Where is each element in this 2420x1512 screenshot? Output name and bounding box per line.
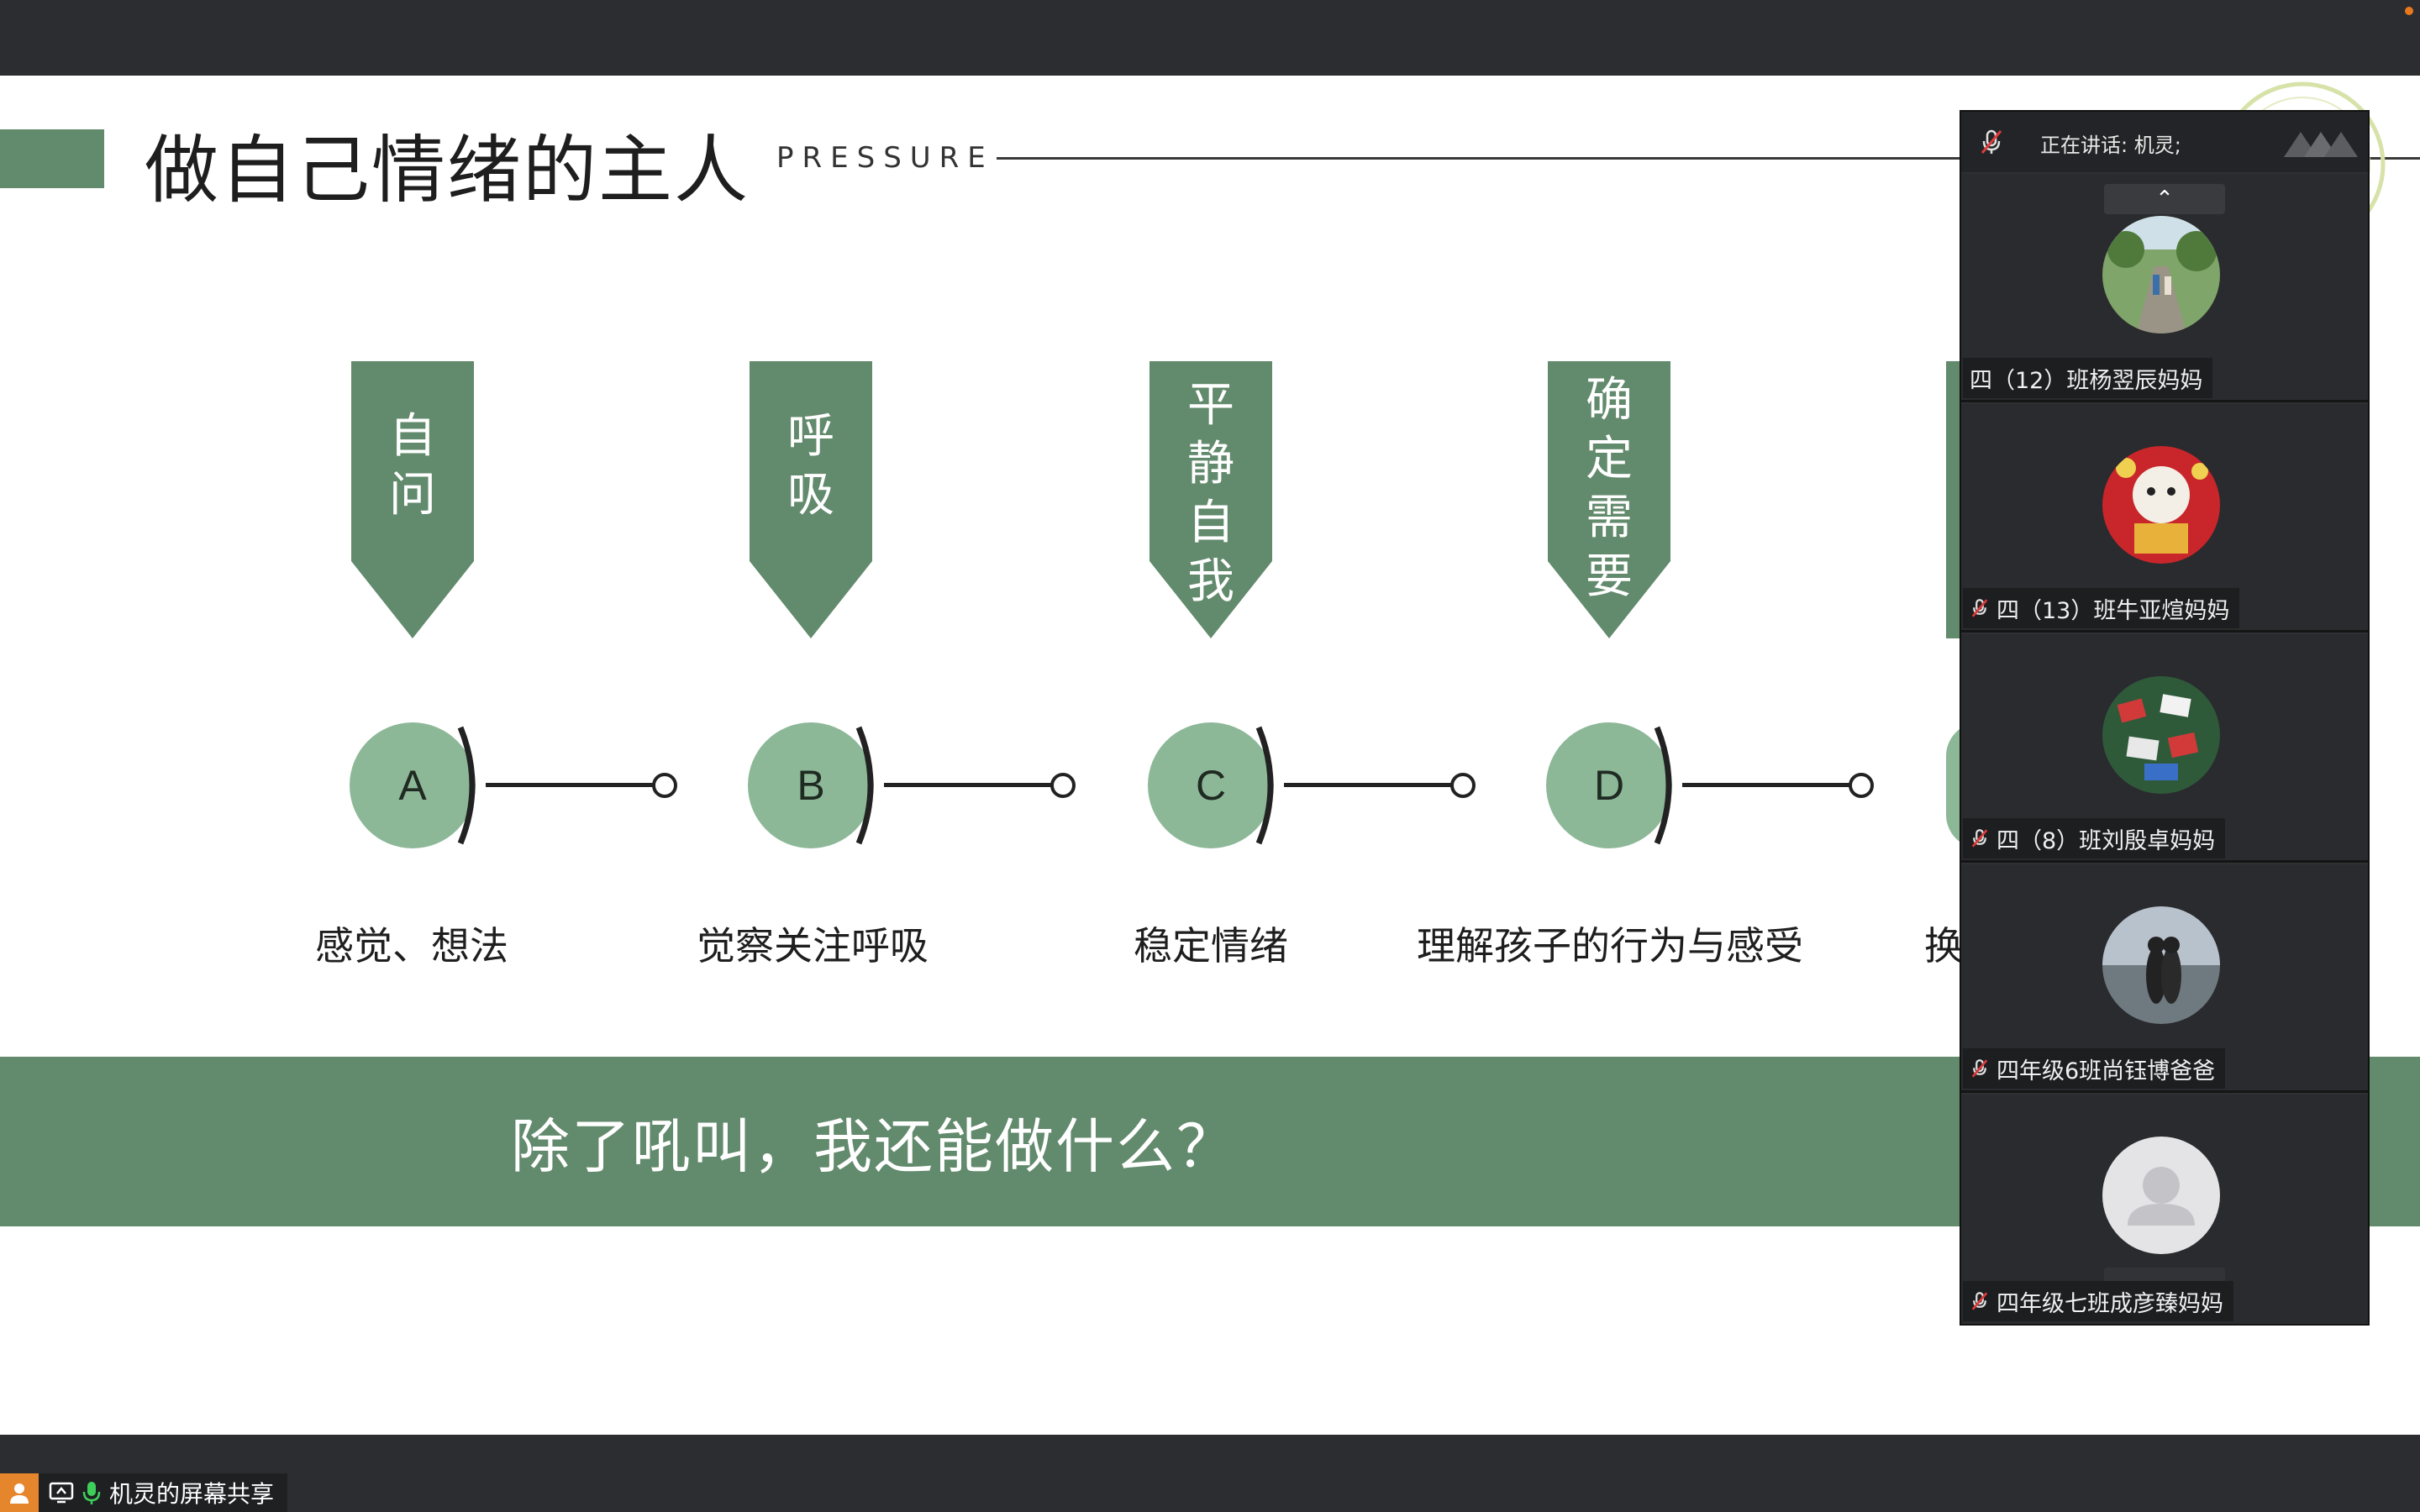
mic-muted-icon[interactable]	[1978, 129, 2005, 155]
step-letter-circle: C	[1148, 722, 1274, 848]
banner-char: 我	[1187, 554, 1234, 609]
banner-char: 问	[389, 468, 436, 522]
participants-panel[interactable]: 正在讲话: 机灵; ⌃ 四（12）班杨翌辰妈妈	[1960, 110, 2370, 1326]
step-caption: 换	[1924, 923, 1963, 969]
step-letter-circle: A	[350, 722, 476, 848]
top-bar	[0, 0, 2420, 76]
band-text: 除了吼叫，我还能做什么？	[511, 1111, 1237, 1181]
participant-name-tag: 四（8）班刘殷卓妈妈	[1963, 818, 2226, 858]
step-banner: 确 定 需 要	[1548, 361, 1670, 655]
step-banner: 呼 吸	[750, 361, 872, 655]
step-caption: 稳定情绪	[1134, 923, 1288, 969]
connector-line	[884, 783, 1060, 787]
participant-tile[interactable]: 四（8）班刘殷卓妈妈	[1961, 634, 2368, 863]
title-accent-bar	[0, 129, 104, 188]
screen-share-icon	[49, 1482, 74, 1504]
scroll-up-button[interactable]: ⌃	[2104, 184, 2225, 214]
title-divider	[997, 157, 2420, 160]
banner-char: 静	[1187, 437, 1234, 491]
participant-tile[interactable]: 四年级6班尚钰博爸爸	[1961, 864, 2368, 1093]
connector-node	[1849, 773, 1874, 798]
step-caption: 觉察关注呼吸	[697, 923, 929, 969]
slide-subtitle: PRESSURE	[776, 141, 994, 175]
participant-name-tag: 四（12）班杨翌辰妈妈	[1963, 358, 2213, 398]
bracket-icon	[1255, 726, 1274, 845]
participant-name: 四年级七班成彦臻妈妈	[1996, 1290, 2223, 1317]
participant-tile[interactable]: ⌃ 四（12）班杨翌辰妈妈	[1961, 174, 2368, 402]
participant-avatar	[2102, 446, 2220, 564]
banner-char: 吸	[787, 468, 834, 522]
bracket-icon	[457, 726, 476, 845]
participant-name-tag: 四年级6班尚钰博爸爸	[1963, 1048, 2226, 1089]
participant-avatar	[2102, 676, 2220, 794]
banner-char: 自	[1187, 496, 1234, 550]
person-icon	[0, 1473, 39, 1512]
step-banner: 平 静 自 我	[1150, 361, 1272, 655]
participant-name: 四年级6班尚钰博爸爸	[1996, 1058, 2216, 1084]
step-b: 呼 吸	[750, 361, 1153, 731]
panel-header[interactable]: 正在讲话: 机灵;	[1961, 112, 2368, 172]
participant-tile[interactable]: 四（13）班牛亚煊妈妈	[1961, 404, 2368, 633]
default-avatar-icon	[2102, 1137, 2220, 1254]
share-label: 机灵的屏幕共享	[109, 1480, 275, 1508]
screen-share-indicator[interactable]: 机灵的屏幕共享	[0, 1473, 288, 1512]
mic-muted-icon	[1971, 1059, 1988, 1078]
participant-name: 四（12）班杨翌辰妈妈	[1970, 367, 2203, 394]
participant-avatar	[2102, 906, 2220, 1024]
recording-indicator	[2405, 7, 2413, 15]
participant-name: 四（8）班刘殷卓妈妈	[1996, 827, 2216, 854]
banner-char: 要	[1586, 549, 1633, 604]
slide-title: 做自己情绪的主人	[145, 127, 750, 213]
step-letter-circle: B	[748, 722, 874, 848]
participant-tile[interactable]: ⌄ 四年级七班成彦臻妈妈	[1961, 1095, 2368, 1323]
participant-name-tag: 四年级七班成彦臻妈妈	[1963, 1281, 2233, 1321]
participant-avatar	[2102, 216, 2220, 333]
mic-muted-icon	[1971, 1292, 1988, 1310]
banner-char: 呼	[787, 409, 834, 464]
step-letter-circle: D	[1546, 722, 1672, 848]
connector-node	[652, 773, 677, 798]
participant-name: 四（13）班牛亚煊妈妈	[1996, 597, 2230, 624]
step-a: 自 问	[351, 361, 755, 731]
banner-char: 定	[1586, 432, 1633, 486]
banner-char: 需	[1586, 491, 1633, 545]
speaking-indicator: 正在讲话: 机灵;	[2040, 134, 2181, 157]
connector-line	[486, 783, 662, 787]
step-d: 确 定 需 要	[1548, 361, 1951, 731]
banner-char: 平	[1187, 378, 1234, 433]
connector-line	[1682, 783, 1859, 787]
connector-line	[1284, 783, 1460, 787]
connector-node	[1050, 773, 1076, 798]
banner-char: 自	[389, 409, 436, 464]
participant-name-tag: 四（13）班牛亚煊妈妈	[1963, 588, 2240, 628]
bracket-icon	[855, 726, 874, 845]
step-banner: 自 问	[351, 361, 474, 655]
mic-active-icon	[82, 1482, 101, 1504]
bottom-bar: 机灵的屏幕共享	[0, 1435, 2420, 1512]
app-logo-icon	[2284, 132, 2358, 157]
step-caption: 理解孩子的行为与感受	[1417, 923, 1803, 969]
bracket-icon	[1654, 726, 1672, 845]
mic-muted-icon	[1971, 599, 1988, 617]
connector-node	[1450, 773, 1476, 798]
step-caption: 感觉、想法	[315, 923, 508, 969]
banner-char: 确	[1586, 373, 1633, 428]
mic-muted-icon	[1971, 829, 1988, 848]
step-c: 平 静 自 我	[1150, 361, 1553, 731]
